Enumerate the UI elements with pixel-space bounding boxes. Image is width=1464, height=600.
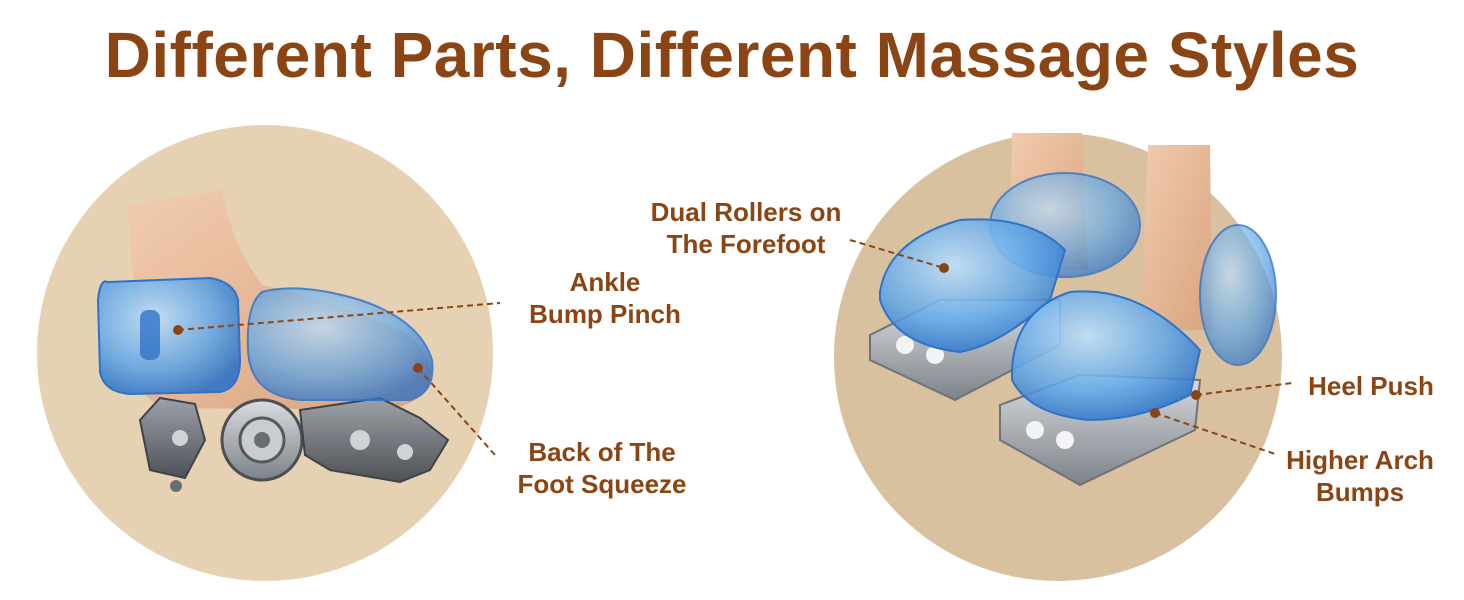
heel-pointer-dot <box>1191 390 1201 400</box>
left-forefoot-airbag <box>246 287 434 401</box>
right-back-airbag-right <box>1199 224 1277 366</box>
ankle-pointer-line <box>177 302 501 331</box>
forefoot-pointer-dot <box>939 263 949 273</box>
ankle-bump-pinch-label: Ankle Bump Pinch <box>505 266 705 330</box>
left-mechanism <box>138 396 450 492</box>
ankle-airbag-slot <box>140 310 160 360</box>
heel-push-label: Heel Push <box>1296 370 1446 402</box>
ankle-pointer-dot <box>173 325 183 335</box>
back-foot-pointer-dot <box>413 363 423 373</box>
forefoot-pointer-line <box>849 239 945 269</box>
arch-pointer-line <box>1154 412 1279 456</box>
left-heel-airbag <box>96 276 242 396</box>
forefoot-label-line1: Dual Rollers on <box>650 197 842 227</box>
back-foot-label-line1: Back of The <box>528 437 676 467</box>
heel-pointer-line <box>1195 382 1293 396</box>
back-of-foot-squeeze-label: Back of The Foot Squeeze <box>497 436 707 500</box>
right-right-leg <box>1140 145 1212 330</box>
back-foot-label-line2: Foot Squeeze <box>517 469 687 499</box>
heel-label-line1: Heel Push <box>1308 371 1434 401</box>
right-forefoot-airbag-right <box>1011 290 1202 422</box>
ankle-label-line1: Ankle <box>569 267 641 297</box>
arch-label-line1: Higher Arch <box>1286 445 1434 475</box>
ankle-label-line2: Bump Pinch <box>529 299 681 329</box>
right-panel <box>834 133 1293 581</box>
arch-label-line2: Bumps <box>1315 477 1405 507</box>
forefoot-label-line2: The Forefoot <box>666 229 826 259</box>
arch-pointer-dot <box>1150 408 1160 418</box>
page-title: Different Parts, Different Massage Style… <box>104 19 1360 91</box>
higher-arch-bumps-label: Higher Arch Bumps <box>1270 444 1450 508</box>
dual-rollers-forefoot-label: Dual Rollers on The Forefoot <box>636 196 856 260</box>
left-panel <box>37 125 501 581</box>
